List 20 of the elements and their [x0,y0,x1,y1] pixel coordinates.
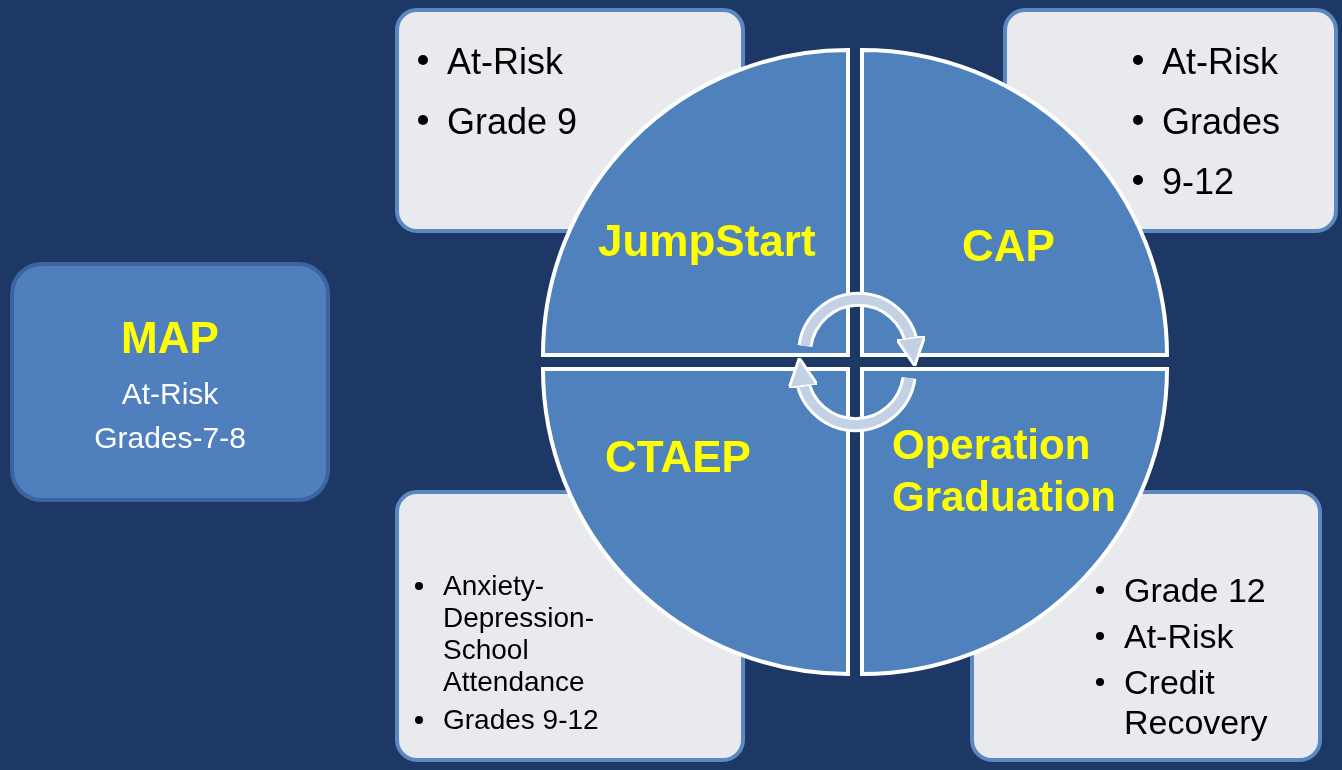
bullet-item: Anxiety-Depression-School Attendance [443,570,594,697]
quadrant-label: Operation Graduation [892,420,1117,522]
bullet-item: 9-12 [1162,161,1235,202]
bullet-item: Grade 12 [1124,571,1266,609]
program-detail: Grades-7-8 [93,420,247,456]
curved-arrow [788,356,917,433]
bullet-item: At-Risk [447,41,563,82]
program-box [10,262,330,502]
bullet-item: Grades [1162,101,1281,142]
bullet-item: At-Risk [1124,617,1234,655]
bullet-item: Grades 9-12 [443,704,599,735]
quadrant-label: CAP [962,220,1055,272]
curved-arrow [797,291,926,368]
program-detail: At-Risk [120,376,220,412]
bullet-item: Credit Recovery [1124,663,1268,741]
bullet-item: Grade 9 [447,101,578,142]
program-title: MAP [120,312,220,364]
quadrant-label: JumpStart [598,215,816,267]
bullet-item: At-Risk [1162,41,1278,82]
quadrant-label: CTAEP [605,431,751,483]
